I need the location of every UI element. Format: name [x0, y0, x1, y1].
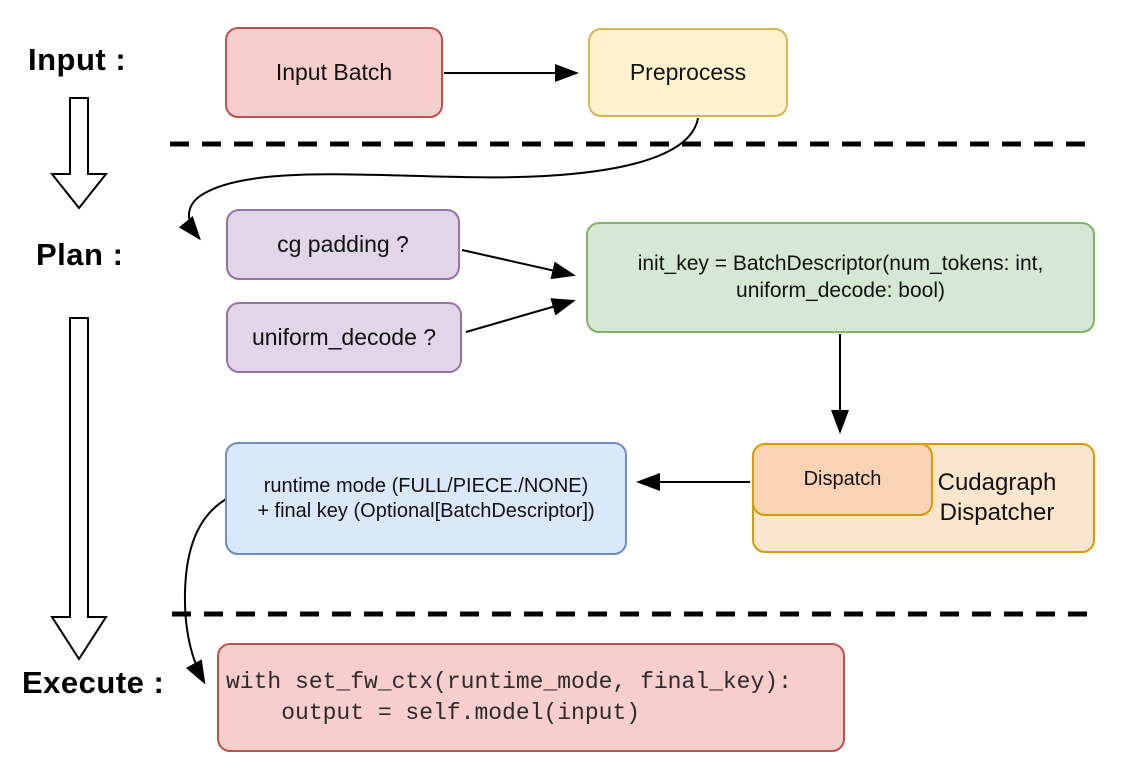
node-init-key-line1: init_key = BatchDescriptor(num_tokens: i…	[637, 252, 1044, 276]
node-dispatch-label: Dispatch	[803, 468, 882, 490]
node-init-key: init_key = BatchDescriptor(num_tokens: i…	[586, 222, 1095, 333]
node-input-batch-label: Input Batch	[275, 59, 393, 86]
block-arrow-plan-to-execute	[50, 317, 108, 661]
edge-uniformdecode-initkey	[465, 298, 576, 333]
block-arrow-input-to-plan	[49, 97, 109, 210]
node-uniform-decode-label: uniform_decode ?	[251, 324, 437, 351]
edge-preprocess-cgpadding	[178, 117, 699, 241]
node-cudagraph-dispatcher-label: Cudagraph Dispatcher	[913, 468, 1081, 528]
section-label-plan: Plan :	[36, 237, 124, 272]
node-cg-padding-label: cg padding ?	[277, 231, 409, 258]
node-runtime-mode: runtime mode (FULL/PIECE./NONE) + final …	[225, 442, 627, 555]
cudagraph-line1: Cudagraph	[937, 469, 1057, 496]
edge-runtime-code	[183, 497, 229, 685]
node-input-batch: Input Batch	[225, 27, 443, 118]
node-runtime-line1: runtime mode (FULL/PIECE./NONE)	[263, 474, 589, 497]
section-label-input: Input :	[28, 42, 127, 77]
node-preprocess: Preprocess	[588, 28, 788, 117]
node-execute-code: with set_fw_ctx(runtime_mode, final_key)…	[217, 643, 845, 752]
node-cg-padding: cg padding ?	[226, 209, 460, 280]
node-runtime-line2: + final key (Optional[BatchDescriptor])	[257, 499, 595, 522]
code-line1: with set_fw_ctx(runtime_mode, final_key)…	[226, 668, 792, 695]
node-dispatch: Dispatch	[752, 443, 933, 516]
cudagraph-line2: Dispatcher	[939, 499, 1055, 526]
code-line2: output = self.model(input)	[226, 699, 641, 726]
node-preprocess-label: Preprocess	[629, 59, 747, 86]
edge-cgpadding-initkey	[461, 249, 576, 280]
section-label-execute: Execute :	[22, 665, 165, 700]
node-init-key-line2: uniform_decode: bool)	[736, 278, 945, 302]
node-uniform-decode: uniform_decode ?	[226, 302, 462, 373]
